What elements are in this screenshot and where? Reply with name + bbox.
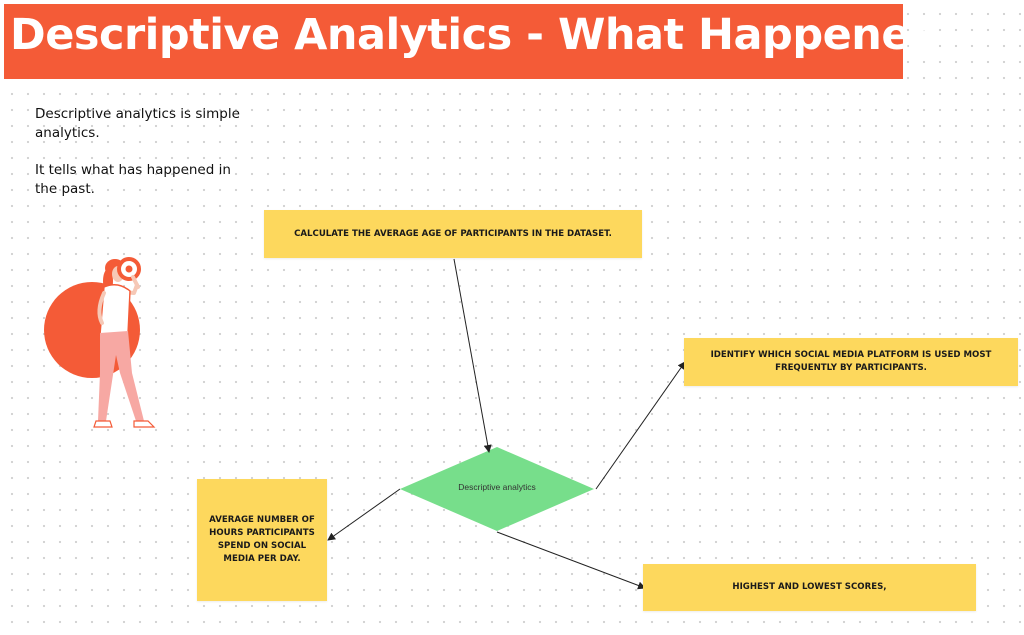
connector-center-to-scores [496,531,646,590]
connector-center-to-hours [327,488,401,541]
intro-line-2: It tells what has happened in the past. [35,162,231,197]
sticky-average-age[interactable]: CALCULATE THE AVERAGE AGE OF PARTICIPANT… [264,210,642,258]
trousers [98,331,144,421]
sticky-social-media-platform[interactable]: IDENTIFY WHICH SOCIAL MEDIA PLATFORM IS … [684,338,1018,386]
sticky-average-hours[interactable]: AVERAGE NUMBER OF HOURS PARTICIPANTS SPE… [197,479,327,601]
intro-text: Descriptive analytics is simple analytic… [35,105,245,217]
title-banner: Descriptive Analytics - What Happened [4,4,941,79]
connector-center-to-platform [595,361,686,490]
shirt [99,284,131,336]
woman-with-magnifier-illustration [44,257,156,428]
intro-line-1: Descriptive analytics is simple analytic… [35,106,240,141]
sticky-highest-lowest-scores[interactable]: HIGHEST AND LOWEST SCORES, [643,564,976,611]
connector-age-to-center [453,258,492,453]
descriptive-analytics-label: Descriptive analytics [458,482,536,492]
page-title: Descriptive Analytics - What Happened [10,10,941,60]
